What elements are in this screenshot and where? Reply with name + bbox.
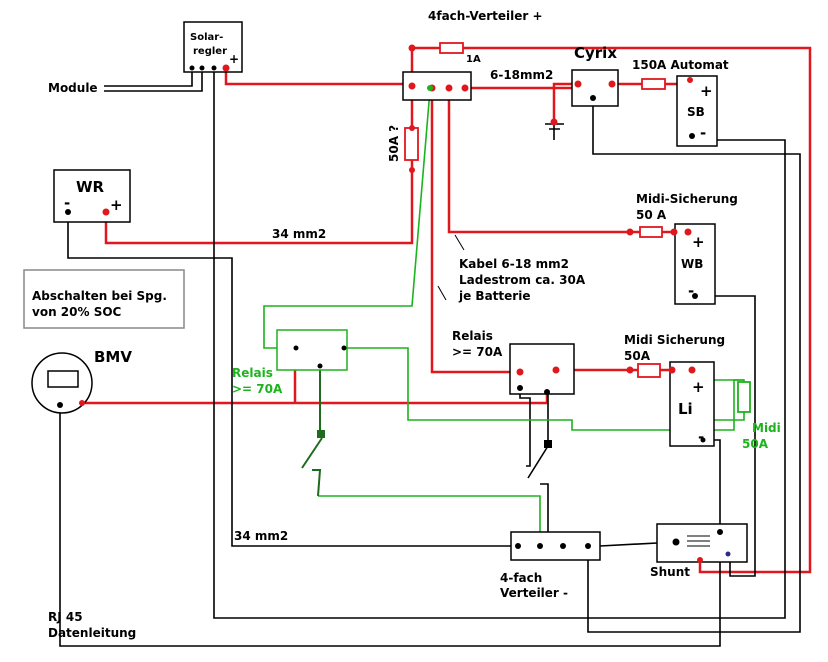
sb-minus-label: - <box>700 124 706 142</box>
automat-150a-label: 150A Automat <box>632 58 729 72</box>
wb-plus-label: + <box>692 233 705 251</box>
relais-black-label-1: Relais <box>452 329 493 343</box>
module-label: Module <box>48 81 98 95</box>
note-box <box>23 269 185 329</box>
shunt-label: Shunt <box>650 565 690 579</box>
switch-black-lever <box>527 445 549 479</box>
rj45-label-1: RJ 45 <box>48 610 83 624</box>
fuse-50a-q-label: 50A ? <box>387 125 401 162</box>
wire-green-switch-to-verteiler <box>318 495 541 546</box>
solar-regler-label-1: Solar- <box>190 32 223 43</box>
solar-regler-box <box>183 21 243 73</box>
relais-green-box <box>276 329 348 371</box>
midi-sicherung-li-label: Midi Sicherung <box>624 333 725 347</box>
negative-wires <box>59 68 801 647</box>
wire-relais-to-switch <box>519 388 531 467</box>
wire-dkgreen-relais <box>319 366 323 433</box>
fuse-50a-q <box>404 127 419 161</box>
relais-green-label-2: >= 70A <box>232 382 283 396</box>
shunt-box <box>656 523 748 563</box>
sb-plus-label: + <box>700 82 713 100</box>
switch-dkgreen-lever <box>301 437 323 469</box>
bmv-label: BMV <box>94 348 132 366</box>
cable-34-top-label: 34 mm2 <box>272 227 326 241</box>
wire-wb-minus <box>695 295 756 577</box>
li-battery-box <box>669 361 715 447</box>
li-label: Li <box>678 400 693 418</box>
terminal-dots <box>57 44 731 563</box>
relais-black-label-2: >= 70A <box>452 345 503 359</box>
wire-switch-to-verteiler <box>540 483 549 546</box>
wire-wr-minus <box>67 212 518 547</box>
kabel-note-line-2: Ladestrom ca. 30A <box>459 273 586 287</box>
sb-label: SB <box>687 105 705 119</box>
wire-solar-minus <box>213 68 786 619</box>
cable-34-bottom-label: 34 mm2 <box>234 529 288 543</box>
wire-fuse-1a-to-shunt <box>463 46 812 574</box>
control-wires <box>263 89 745 546</box>
wire-rj45 <box>59 405 721 647</box>
verteiler-minus-label-2: Verteiler - <box>500 586 568 600</box>
fuse-midi-li <box>637 363 661 378</box>
wire-module-1 <box>104 68 193 87</box>
wire-green-verteiler-to-relais <box>263 89 431 349</box>
wire-solar-to-verteiler <box>224 67 412 86</box>
solar-plus-label: + <box>229 52 239 66</box>
ground-symbol <box>545 123 564 140</box>
li-minus-label: - <box>698 428 704 446</box>
fuse-midi-wb <box>639 226 663 238</box>
fuse-midi-green <box>737 381 751 413</box>
wb-battery-box <box>674 223 716 305</box>
note-line-1: Abschalten bei Spg. <box>32 289 167 303</box>
sb-battery-box <box>676 75 718 147</box>
relais-green-label-1: Relais <box>232 366 273 380</box>
kabel-note-line-3: je Batterie <box>458 289 530 303</box>
wire-module-2 <box>104 68 203 92</box>
midi-green-label: Midi <box>752 421 781 435</box>
midi-sicherung-wb-value: 50 A <box>636 208 667 222</box>
wire-verteiler-to-relais <box>430 88 520 374</box>
cyrix-label: Cyrix <box>574 44 617 62</box>
verteiler-plus-label: 4fach-Verteiler + <box>428 9 543 23</box>
wr-minus-label: - <box>64 194 70 212</box>
wire-dkgreen-switch <box>312 469 322 497</box>
midi-sicherung-wb-label: Midi-Sicherung <box>636 192 738 206</box>
wire-cyrix-ground <box>552 82 578 122</box>
wb-label: WB <box>681 257 703 271</box>
wire-li-minus <box>703 439 721 532</box>
wb-minus-label: - <box>688 282 694 300</box>
verteiler-minus-label-1: 4-fach <box>500 571 542 585</box>
automat-150a <box>641 78 666 90</box>
note-line-2: von 20% SOC <box>32 305 122 319</box>
wire-green-relais-to-midi <box>344 347 744 431</box>
cyrix-box <box>571 69 619 107</box>
shunt-symbol <box>687 535 710 547</box>
fuse-1a-label: 1A <box>466 54 481 65</box>
kabel-note-ticks <box>437 234 465 301</box>
wr-label: WR <box>76 178 105 196</box>
kabel-note-line-1: Kabel 6-18 mm2 <box>459 257 569 271</box>
cable-6-18-label: 6-18mm2 <box>490 68 553 82</box>
li-plus-label: + <box>692 378 705 396</box>
solar-regler-label-2: regler <box>193 46 227 57</box>
rj45-label-2: Datenleitung <box>48 626 136 640</box>
fuse-1a <box>439 42 464 54</box>
wire-fuse-50a-to-wr <box>104 160 414 245</box>
midi-sicherung-li-value: 50A <box>624 349 651 363</box>
wire-verteiler-to-wb-fuse <box>447 88 640 234</box>
wire-bmv-to-relais <box>82 386 549 405</box>
bmv-display <box>47 370 79 388</box>
wr-plus-label: + <box>110 196 123 214</box>
midi-green-value: 50A <box>742 437 769 451</box>
wire-cyrix-minus <box>587 98 801 633</box>
